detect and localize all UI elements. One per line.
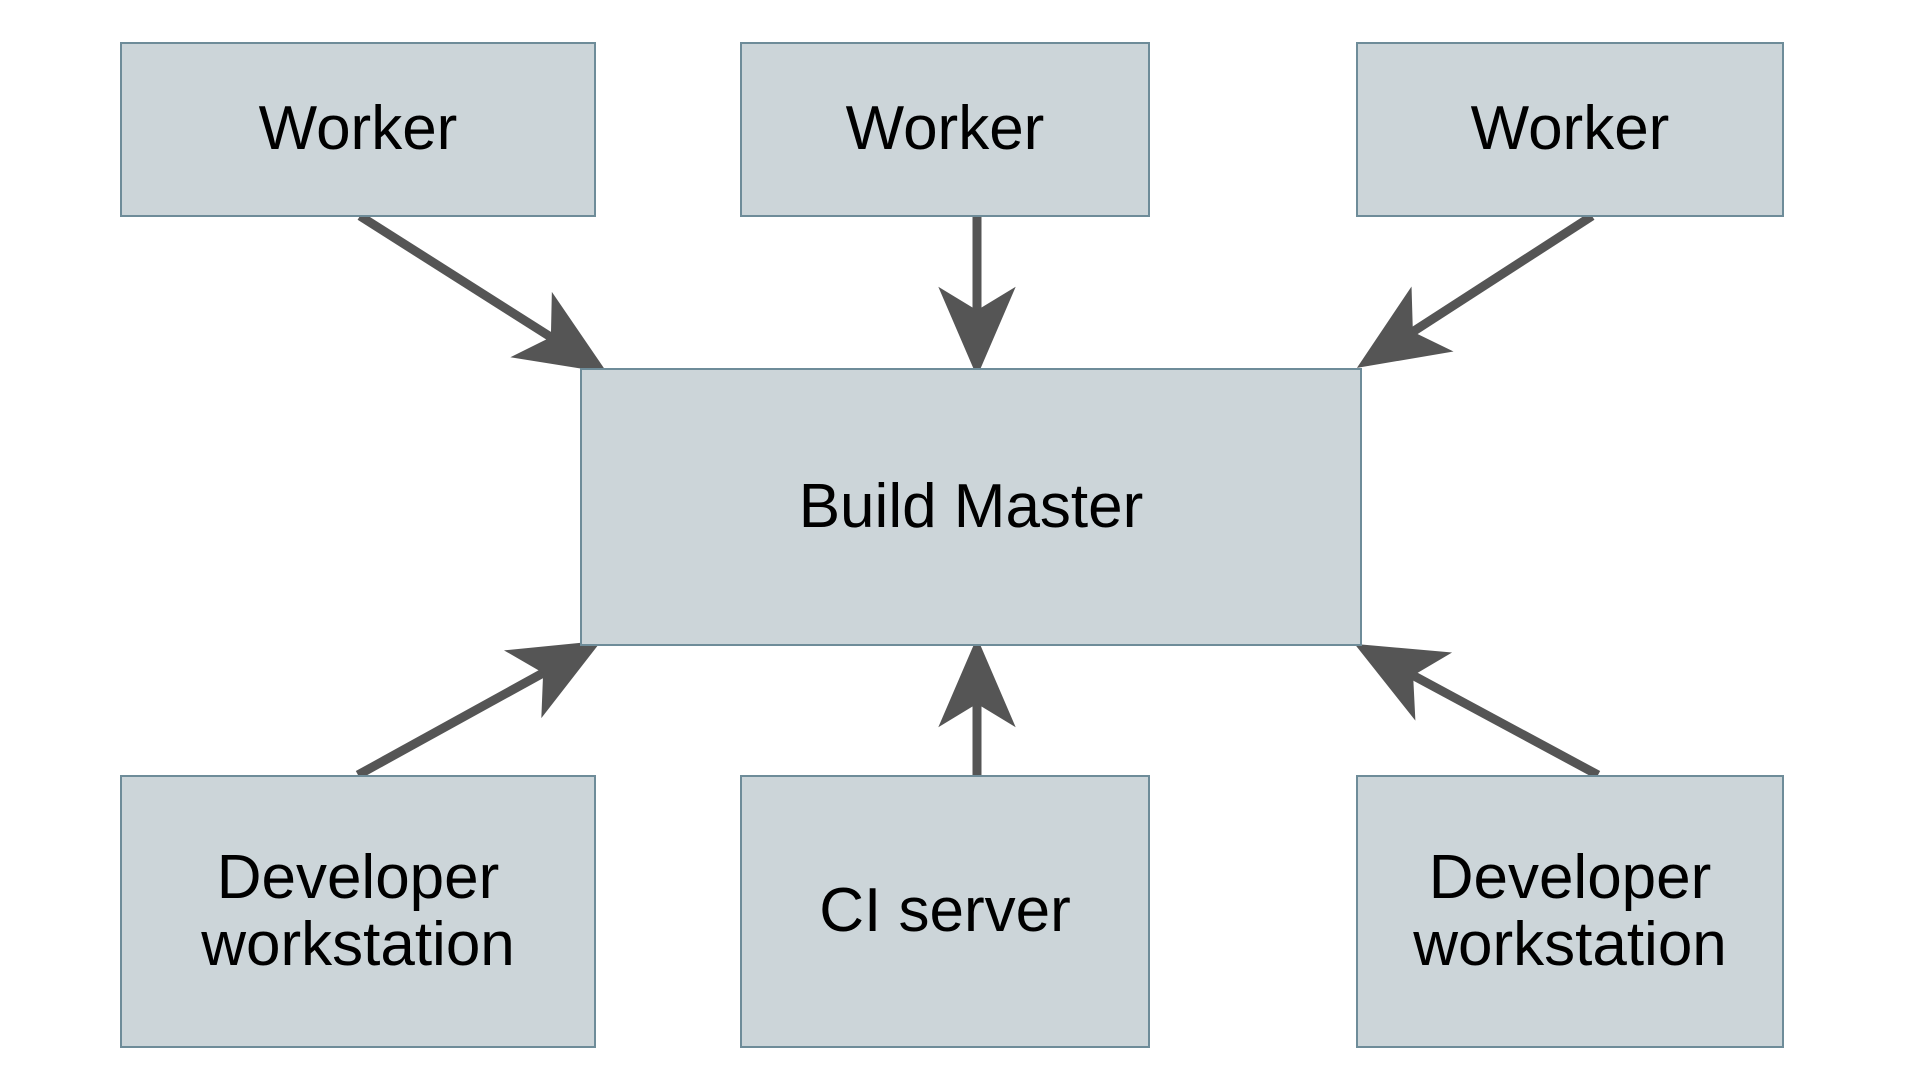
node-developer-workstation-left[interactable]: Developer workstation <box>120 775 596 1048</box>
edge-dev-left-to-master <box>355 640 602 779</box>
edge-dev-right-to-master <box>1354 643 1601 779</box>
node-worker-right-label: Worker <box>1470 94 1670 164</box>
node-worker-center-label: Worker <box>845 94 1045 164</box>
node-worker-left-label: Worker <box>258 94 458 164</box>
node-build-master[interactable]: Build Master <box>580 368 1362 646</box>
node-ci-server[interactable]: CI server <box>740 775 1150 1048</box>
node-developer-workstation-right-label: Developer workstation <box>1413 842 1727 979</box>
node-worker-left[interactable]: Worker <box>120 42 596 217</box>
edge-worker-right-to-master <box>1356 212 1595 368</box>
node-build-master-label: Build Master <box>798 471 1144 541</box>
node-ci-server-label: CI server <box>819 876 1071 946</box>
node-developer-workstation-left-label: Developer workstation <box>201 842 515 979</box>
node-worker-right[interactable]: Worker <box>1356 42 1784 217</box>
edge-worker-left-to-master <box>357 212 608 373</box>
node-worker-center[interactable]: Worker <box>740 42 1150 217</box>
node-developer-workstation-right[interactable]: Developer workstation <box>1356 775 1784 1048</box>
